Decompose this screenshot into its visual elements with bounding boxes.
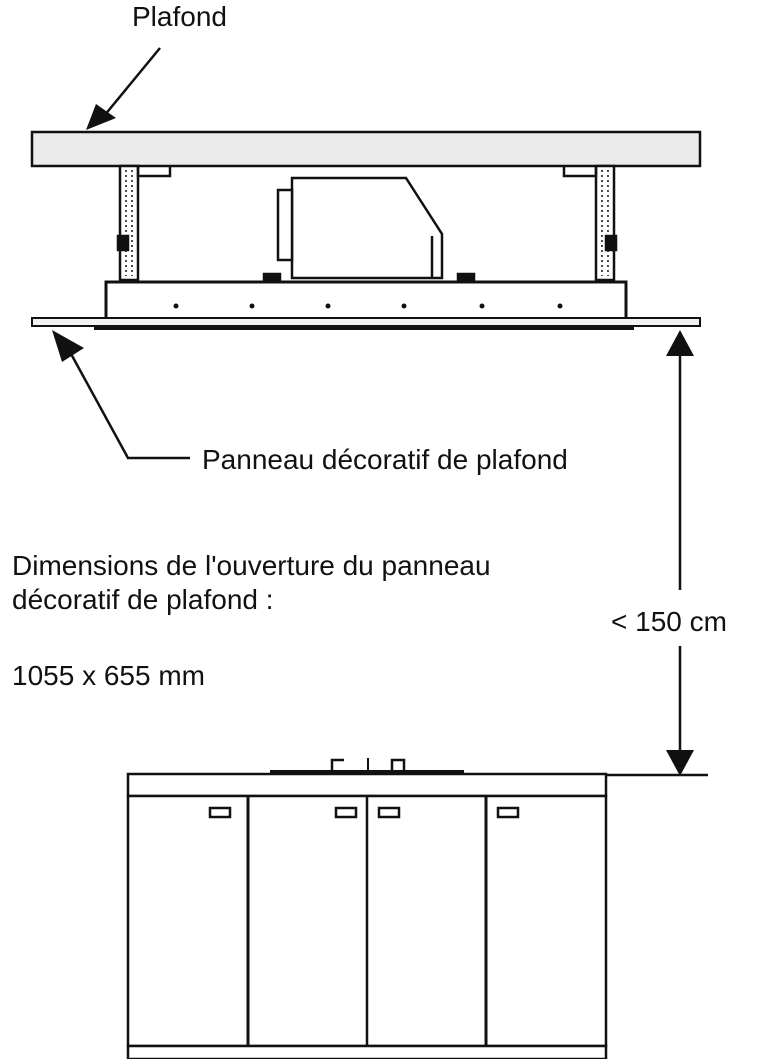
max-distance-label: < 150 cm [611, 606, 727, 637]
base-cabinet [126, 772, 708, 1059]
decorative-panel-label: Panneau décoratif de plafond [202, 444, 568, 475]
right-suspension-bracket [562, 164, 618, 282]
panel-pointer-arrow [52, 330, 190, 460]
decorative-panel-edge [94, 326, 634, 330]
cooktop [270, 758, 464, 775]
ceiling-label: Plafond [132, 1, 227, 32]
opening-size-value: 1055 x 655 mm [12, 660, 205, 691]
opening-label-line2: décoratif de plafond : [12, 584, 274, 615]
hood-body-screws [173, 303, 563, 309]
opening-dimensions-label: Dimensions de l'ouverture du panneau déc… [12, 549, 491, 617]
motor-housing [262, 176, 476, 282]
ceiling-pointer-arrow [86, 47, 161, 130]
distance-dimension [666, 330, 694, 776]
decorative-panel [31, 317, 701, 327]
ceiling-slab [30, 130, 702, 168]
left-suspension-bracket [116, 164, 172, 282]
opening-label-line1: Dimensions de l'ouverture du panneau [12, 550, 491, 581]
